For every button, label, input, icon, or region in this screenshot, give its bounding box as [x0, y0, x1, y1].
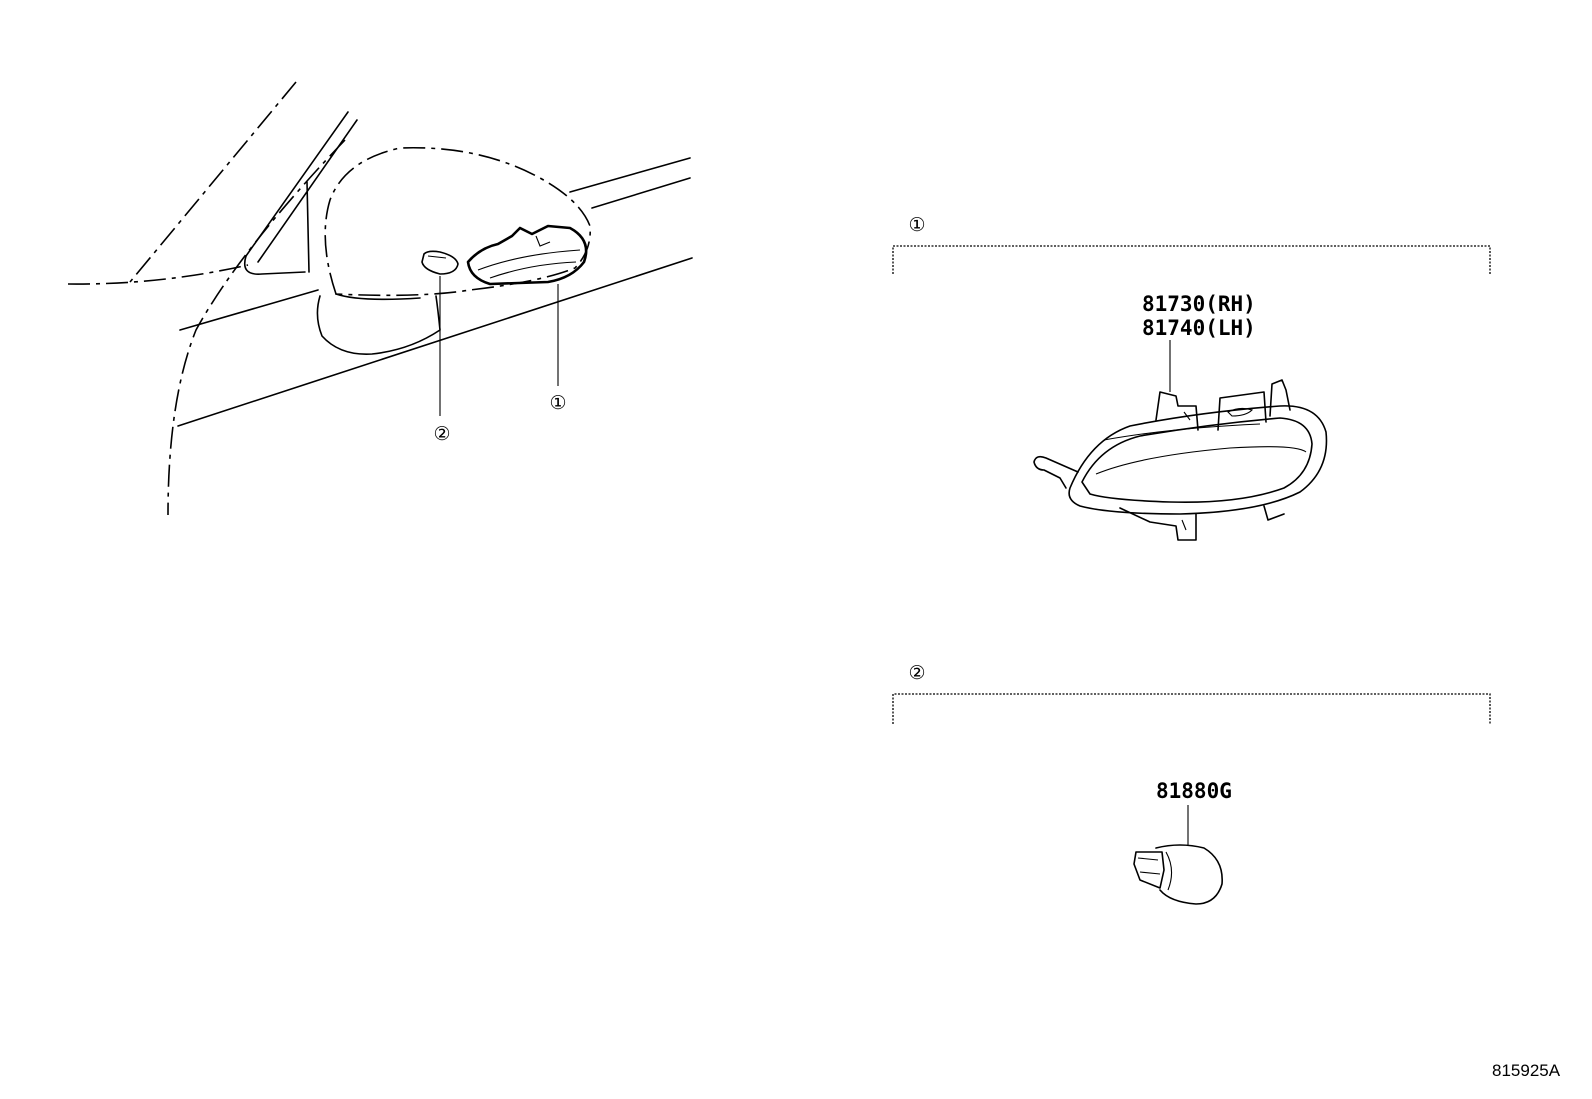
part-number-81740: 81740(LH): [1142, 316, 1256, 340]
overview-callout-bulb: ②: [433, 423, 450, 445]
side-mirror: [316, 146, 592, 355]
car-body-outline: [67, 81, 693, 516]
group-2-part-numbers: 81880G: [1156, 779, 1232, 846]
callout-lamp-label: ①: [549, 392, 566, 414]
group-1-part-numbers: 81730(RH) 81740(LH): [1142, 292, 1256, 392]
group-1-bracket: [892, 245, 1491, 274]
callout-bulb-label: ②: [433, 423, 450, 445]
overview-callout-lamp: ①: [549, 392, 566, 414]
bulb-drawing: [1133, 844, 1223, 905]
turn-signal-lamp-drawing: [1033, 379, 1328, 541]
callout-leaders: [439, 276, 559, 416]
group-2-bracket: [892, 693, 1491, 724]
part-number-81730: 81730(RH): [1142, 292, 1256, 316]
diagram-id: 815925A: [1492, 1061, 1561, 1080]
group-2-callout: ②: [908, 662, 925, 684]
part-number-81880g: 81880G: [1156, 779, 1232, 803]
group-2-header: ②: [892, 662, 1491, 724]
group-1-callout: ①: [908, 214, 925, 236]
group-1-header: ①: [892, 214, 1491, 274]
